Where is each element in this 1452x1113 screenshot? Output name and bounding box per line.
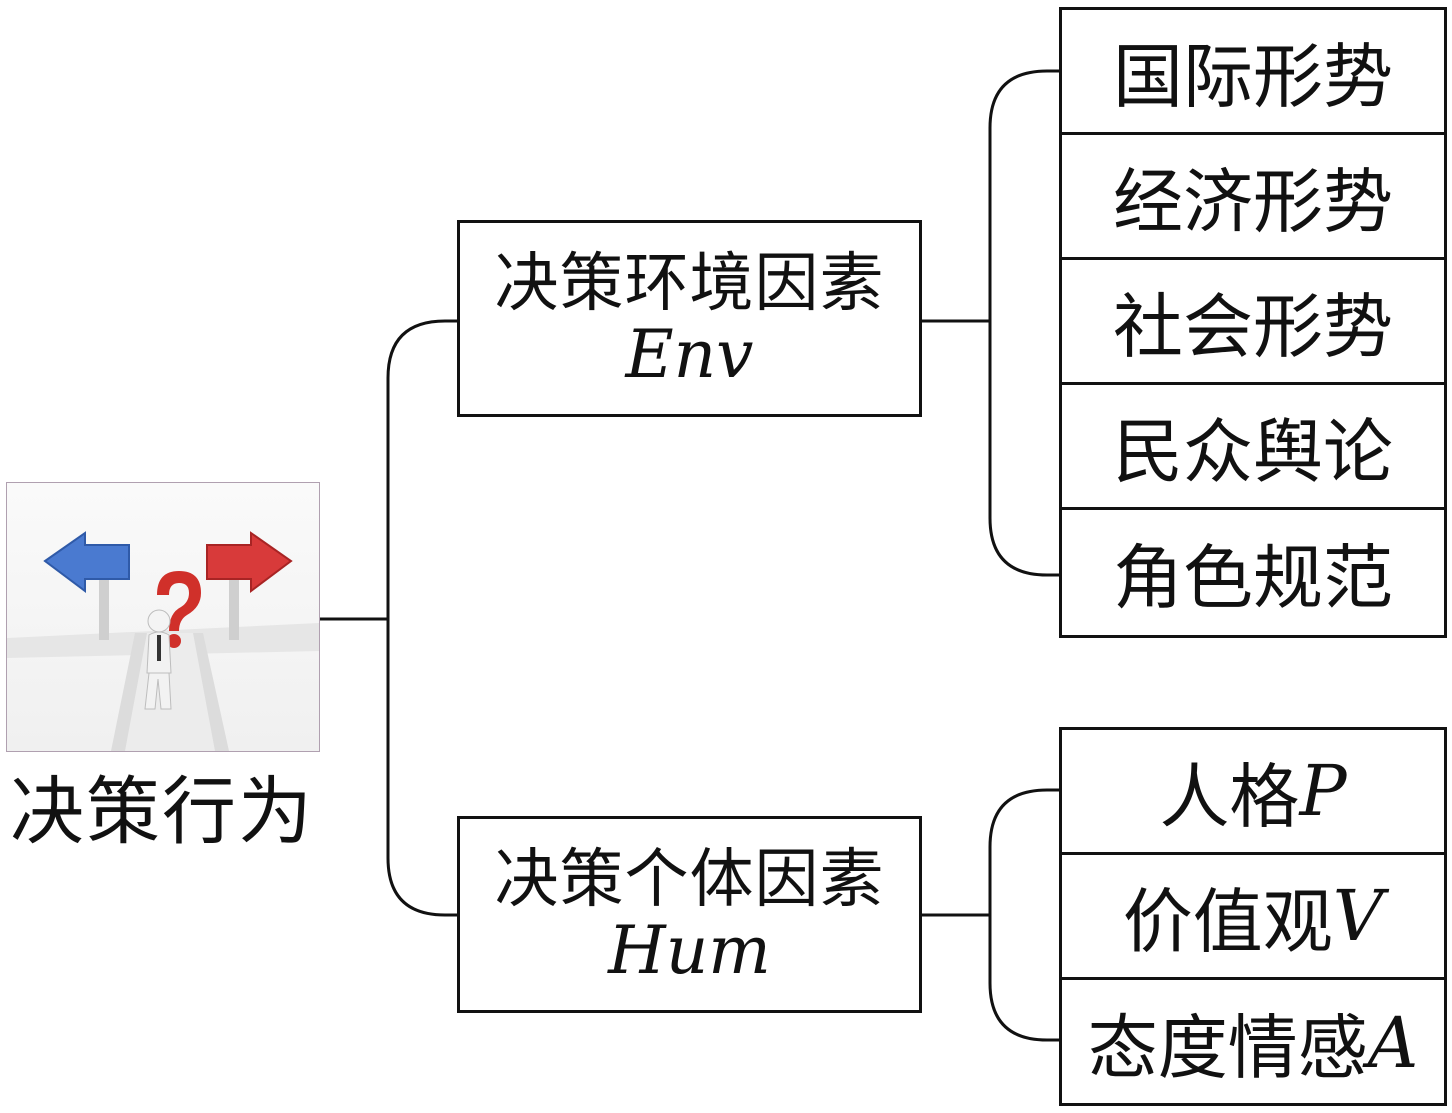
connector-env-bracket [988,69,1059,577]
connector-main-bracket [386,319,457,917]
env-factor-item: 社会形势 [1062,260,1444,385]
root-label: 决策行为 [10,769,314,855]
branch-box-hum: 决策个体因素 Hum [457,816,922,1013]
env-factor-item: 经济形势 [1062,135,1444,260]
branch-box-env: 决策环境因素 Env [457,220,922,417]
branch-title-env: 决策环境因素 [494,246,885,321]
env-factor-list: 国际形势 经济形势 社会形势 民众舆论 角色规范 [1059,7,1447,638]
decision-illustration [6,482,320,752]
env-factor-item: 角色规范 [1113,537,1393,619]
crossroads-decision-icon [7,531,319,751]
connector-hum-bracket [988,788,1059,1042]
branch-title-hum: 决策个体因素 [494,842,885,917]
branch-symbol-hum: Hum [608,911,771,989]
env-factor-item: 民众舆论 [1062,385,1444,510]
env-factor-item: 国际形势 [1062,10,1444,135]
branch-symbol-env: Env [625,315,754,393]
